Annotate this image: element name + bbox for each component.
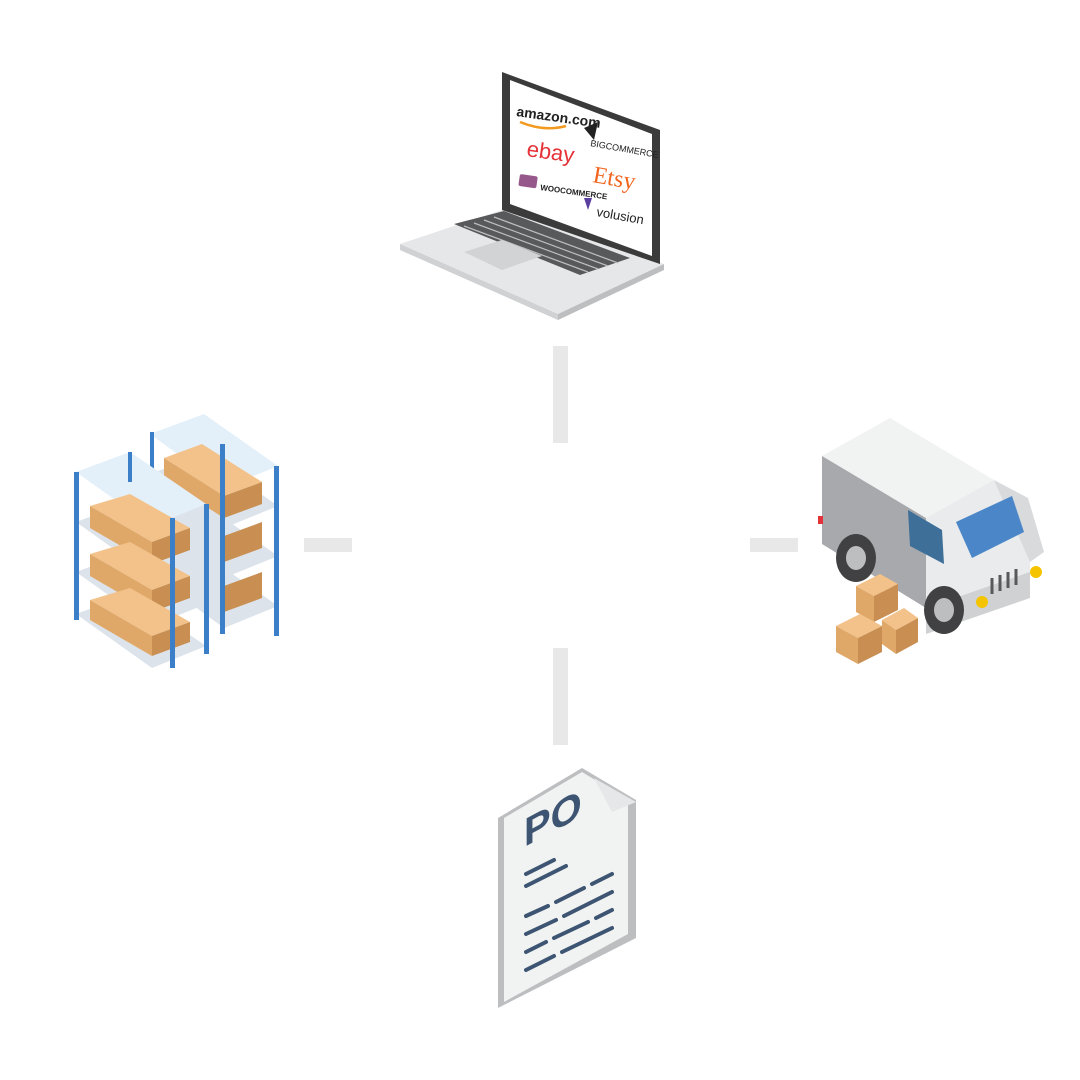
laptop-icon: amazon.com BIGCOMMERCE ebay Etsy WOOCOMM… [398, 68, 668, 320]
front-shelf-unit [74, 452, 209, 668]
connector-left [304, 538, 352, 552]
connector-right [750, 538, 798, 552]
connector-bottom [553, 648, 568, 745]
purchase-order-document-icon: PO [496, 766, 646, 1012]
warehouse-shelves-icon [74, 414, 286, 674]
connector-top [553, 346, 568, 443]
stacked-boxes [836, 574, 918, 664]
delivery-van-icon [816, 412, 1052, 672]
